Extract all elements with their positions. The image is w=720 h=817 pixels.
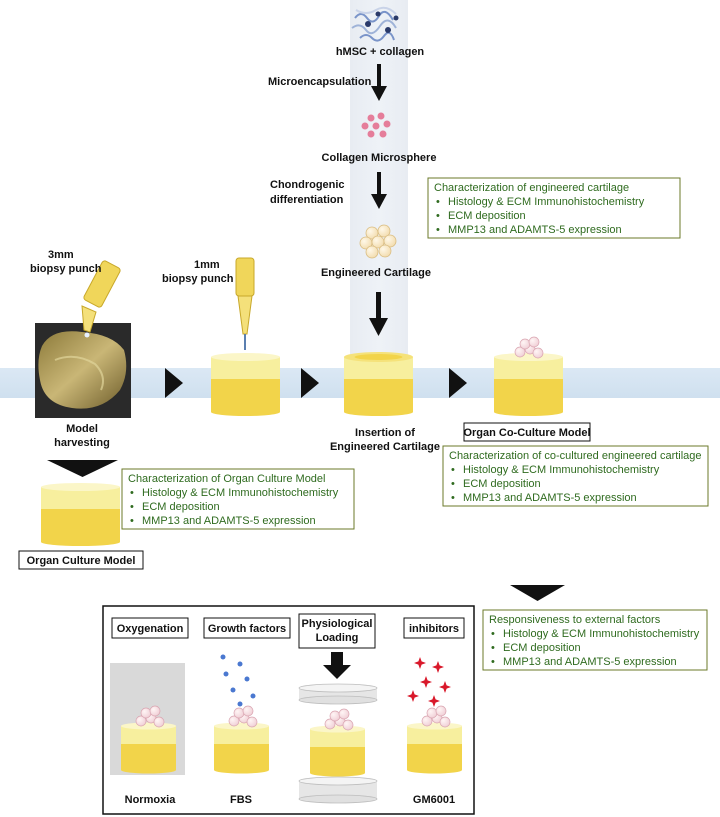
model-harvesting-line2: harvesting [54, 437, 110, 449]
char-organ-item: Histology & ECM Immunohistochemistry [142, 487, 339, 499]
char-cocultured-item: Histology & ECM Immunohistochemistry [463, 464, 660, 476]
oxygenation-title-box [111, 617, 189, 639]
chondrogenic-label-line1: Chondrogenic [270, 179, 345, 191]
char-organ-item: MMP13 and ADAMTS-5 expression [142, 515, 316, 527]
char-engineered-box: Characterization of engineered cartilage… [427, 177, 681, 239]
coculture-cylinder [494, 336, 563, 416]
char-cocultured-item: MMP13 and ADAMTS-5 expression [463, 492, 637, 504]
tissue-photo [35, 323, 131, 418]
normoxia-cylinder [121, 705, 176, 774]
insertion-label-line1: Insertion of [355, 427, 415, 439]
char-cocultured-box: Characterization of co-cultured engineer… [442, 445, 709, 507]
oxygenation-title: Oxygenation [117, 623, 184, 635]
insertion-label-line2: Engineered Cartilage [330, 441, 440, 453]
organ-culture-cylinder [41, 483, 120, 546]
bullet-icon: • [130, 501, 134, 513]
punch-3mm-label-line1: 3mm [48, 249, 74, 261]
char-engineered-item: ECM deposition [448, 210, 526, 222]
engineered-cartilage-icon [359, 224, 397, 259]
explant-cylinder [211, 353, 280, 416]
arrow-down-icon [510, 585, 565, 601]
gm6001-cylinder [407, 705, 462, 774]
microsphere-label: Collagen Microsphere [322, 152, 437, 164]
arrow-down-icon [47, 460, 118, 477]
responsiveness-item: ECM deposition [503, 642, 581, 654]
organ-culture-label: Organ Culture Model [27, 555, 136, 567]
responsiveness-box: Responsiveness to external factors • His… [482, 609, 708, 671]
normoxia-label: Normoxia [125, 794, 177, 806]
gm6001-label: GM6001 [413, 794, 455, 806]
growth-factor-dots [220, 654, 256, 707]
hmsc-label: hMSC + collagen [336, 46, 425, 58]
char-engineered-item: Histology & ECM Immunohistochemistry [448, 196, 645, 208]
bullet-icon: • [436, 224, 440, 236]
arrow-down-icon [371, 64, 387, 101]
fbs-label: FBS [230, 794, 252, 806]
responsiveness-title: Responsiveness to external factors [489, 614, 661, 626]
char-organ-title: Characterization of Organ Culture Model [128, 473, 325, 485]
bullet-icon: • [491, 642, 495, 654]
char-cocultured-item: ECM deposition [463, 478, 541, 490]
growth-title-box [203, 617, 291, 639]
bullet-icon: • [491, 628, 495, 640]
char-engineered-item: MMP13 and ADAMTS-5 expression [448, 224, 622, 236]
fbs-cylinder [214, 705, 269, 774]
char-organ-box: Characterization of Organ Culture Model … [121, 468, 355, 530]
engineered-cartilage-label: Engineered Cartilage [321, 267, 431, 279]
load-arrow-icon [323, 652, 351, 679]
arrow-right-icon [301, 368, 319, 398]
arrow-down-icon [371, 172, 387, 209]
bullet-icon: • [436, 196, 440, 208]
char-organ-item: ECM deposition [142, 501, 220, 513]
loading-title-line2: Loading [316, 632, 359, 644]
bullet-icon: • [436, 210, 440, 222]
model-harvesting-line1: Model [66, 423, 98, 435]
arrow-down-icon [369, 292, 388, 336]
biopsy-punch-1mm-icon [235, 257, 255, 350]
punch-1mm-label-line2: biopsy punch [162, 273, 234, 285]
inhibitors-title-box [403, 617, 465, 639]
loading-title-line1: Physiological [302, 618, 373, 630]
hmsc-collagen-icon [351, 6, 399, 42]
growth-title: Growth factors [208, 623, 286, 635]
microencapsulation-label: Microencapsulation [268, 76, 372, 88]
char-cocultured-title: Characterization of co-cultured engineer… [449, 450, 702, 462]
bottom-platen [298, 776, 378, 804]
organ-culture-label-box [18, 550, 144, 570]
top-platen [298, 683, 378, 705]
bullet-icon: • [451, 492, 455, 504]
punch-1mm-label-line1: 1mm [194, 259, 220, 271]
bullet-icon: • [451, 478, 455, 490]
bullet-icon: • [130, 515, 134, 527]
coculture-label-box [463, 422, 591, 442]
responsiveness-item: MMP13 and ADAMTS-5 expression [503, 656, 677, 668]
chondrogenic-label-line2: differentiation [270, 194, 344, 206]
insertion-cylinder [344, 352, 413, 416]
arrow-right-icon [165, 368, 183, 398]
bullet-icon: • [451, 464, 455, 476]
bullet-icon: • [130, 487, 134, 499]
bullet-icon: • [491, 656, 495, 668]
microsphere-icon [361, 112, 391, 138]
coculture-label: Organ Co-Culture Model [463, 427, 590, 439]
inhibitor-stars-icon [407, 657, 451, 707]
char-engineered-title: Characterization of engineered cartilage [434, 182, 629, 194]
punch-3mm-label-line2: biopsy punch [30, 263, 102, 275]
responsiveness-item: Histology & ECM Immunohistochemistry [503, 628, 700, 640]
arrow-right-icon [449, 368, 467, 398]
biopsy-punch-3mm-icon [81, 260, 121, 338]
inhibitors-title: inhibitors [409, 623, 459, 635]
loaded-cylinder [310, 708, 365, 777]
loading-title-box [298, 613, 376, 649]
